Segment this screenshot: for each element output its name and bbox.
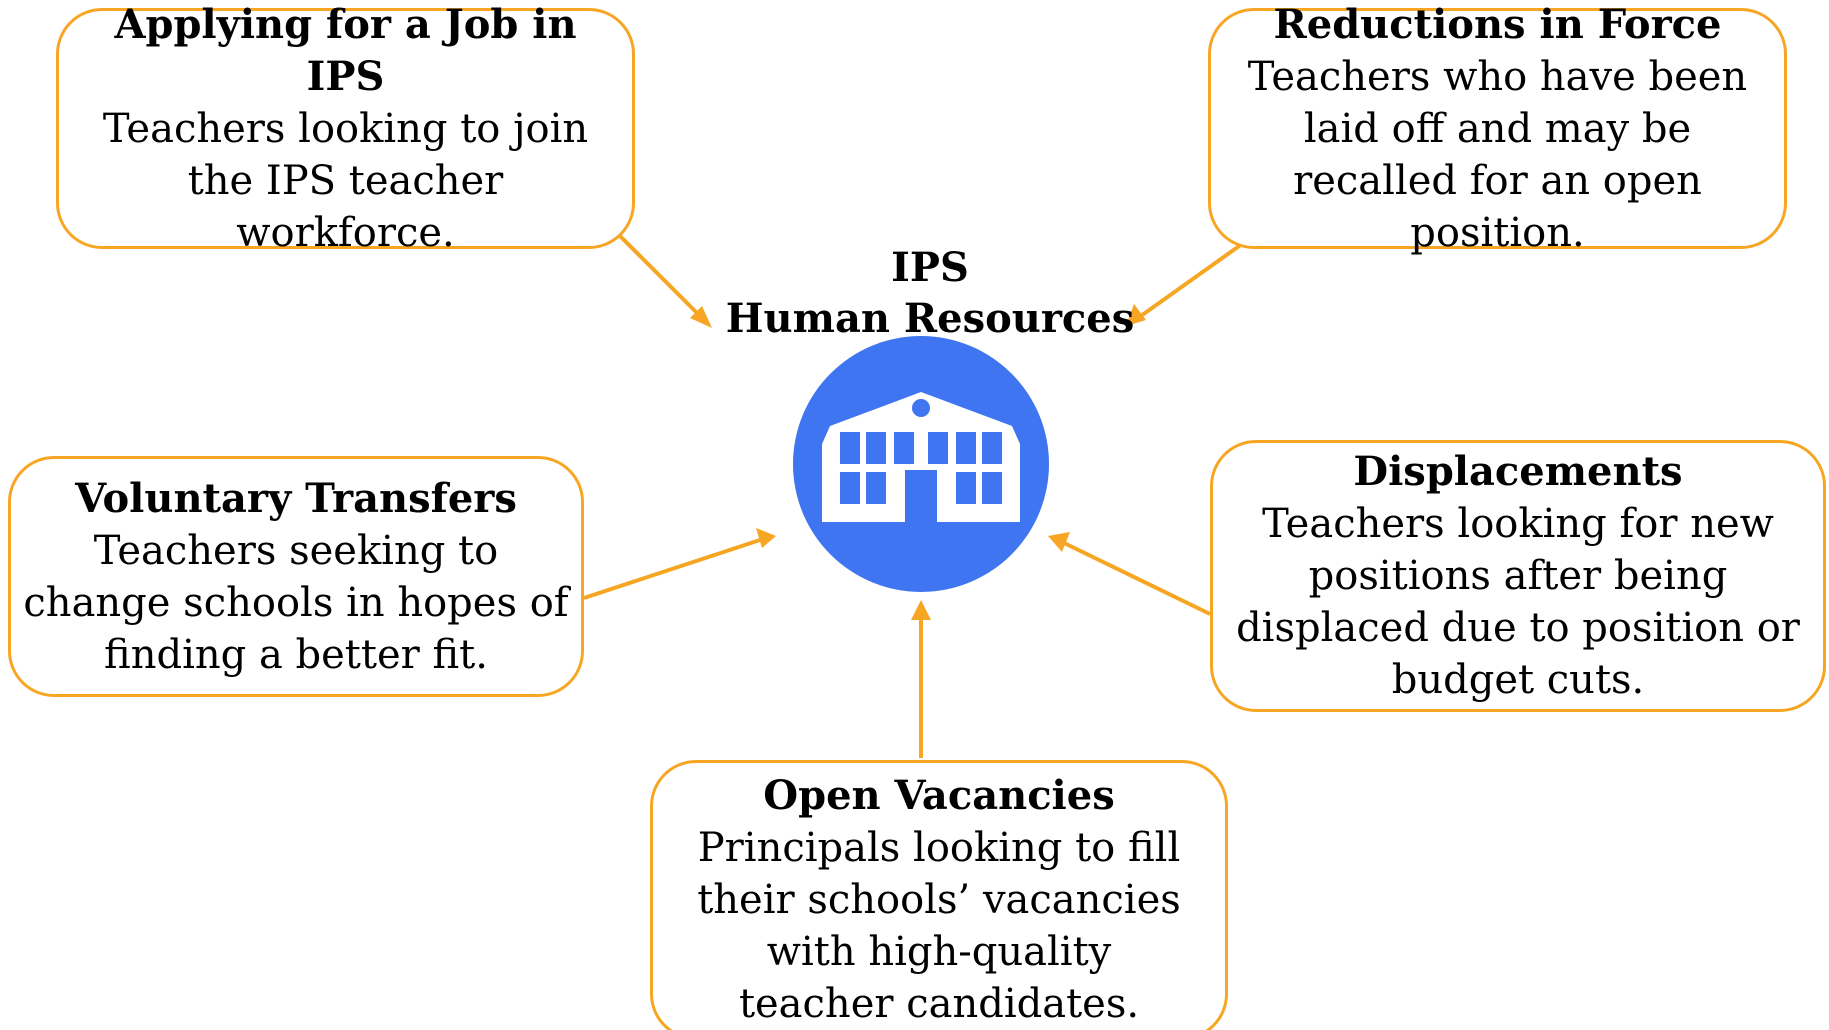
box-applying-title: Applying for a Job in IPS [114, 0, 577, 100]
arrow-reductions-to-center [1126, 242, 1244, 326]
box-voluntary-title: Voluntary Transfers [75, 474, 517, 522]
box-open-vacancies: Open Vacancies Principals looking to fil… [650, 760, 1228, 1030]
box-open-title: Open Vacancies [763, 772, 1115, 819]
arrow-voluntary-to-center [583, 528, 776, 600]
arrow-open-to-center [911, 600, 931, 758]
arrow-applying-to-center [614, 230, 712, 328]
box-reductions-title: Reductions in Force [1273, 0, 1722, 48]
box-open-description: Principals looking to fill their schools… [697, 825, 1181, 1027]
center-title: IPS Human Resources [700, 242, 1160, 344]
center-title-line1: IPS [891, 244, 969, 291]
center-title-line2: Human Resources [725, 295, 1135, 342]
box-applying-for-job: Applying for a Job in IPS Teachers looki… [56, 1, 635, 256]
arrow-displacements-to-center [1048, 532, 1211, 616]
box-voluntary-transfers: Voluntary Transfers Teachers seeking to … [8, 456, 584, 697]
box-displacements-title: Displacements [1353, 448, 1683, 495]
box-reductions-in-force: Reductions in Force Teachers who have be… [1208, 1, 1787, 256]
box-displacements-description: Teachers looking for new positions after… [1236, 501, 1800, 703]
box-voluntary-description: Teachers seeking to change schools in ho… [23, 527, 569, 678]
box-displacements: Displacements Teachers looking for new p… [1210, 440, 1826, 712]
box-reductions-description: Teachers who have been laid off and may … [1247, 53, 1748, 256]
school-building-icon [793, 336, 1049, 592]
box-applying-description: Teachers looking to join the IPS teacher… [102, 105, 589, 256]
